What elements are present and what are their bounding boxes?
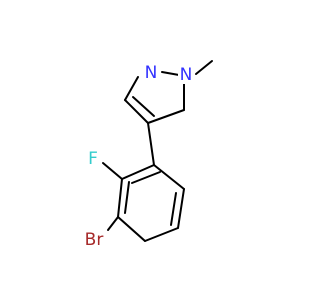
bond-c6-c5-double <box>170 192 177 226</box>
bond-c5-c4 <box>144 227 179 242</box>
bond-c4-c3-double <box>132 96 155 117</box>
atom-f-label: F <box>88 149 98 169</box>
bond-c1-c6 <box>153 164 185 190</box>
bond-group <box>102 60 213 242</box>
f-label-backdrop <box>86 148 101 168</box>
canvas-background <box>0 0 300 300</box>
bond-c3-c2 <box>117 178 123 218</box>
structure-drawing: N N F Br <box>0 0 300 300</box>
atom-n2-label: N <box>145 63 158 83</box>
bond-c2-c1 <box>121 164 155 180</box>
atom-br-label: Br <box>85 230 104 250</box>
n1-label-backdrop <box>178 64 194 84</box>
atom-label-group: N N F Br <box>82 61 194 250</box>
bond-c3-n2 <box>124 76 139 101</box>
bond-n1-n2 <box>161 71 180 76</box>
n2-label-backdrop <box>143 61 159 81</box>
bond-c4-c3 <box>124 99 149 124</box>
bond-n1-methyl <box>195 60 213 75</box>
bond-c4-c3 <box>117 216 146 242</box>
bond-c3-br <box>107 216 119 231</box>
bond-c3-c2-double <box>124 181 130 214</box>
bond-c6-c5 <box>177 188 185 229</box>
br-label-backdrop <box>82 229 107 249</box>
atom-n1-label: N <box>180 65 193 85</box>
molecule-diagram: N N F Br <box>0 0 300 300</box>
bond-c2-c1-double <box>131 171 161 184</box>
bond-c5-c4 <box>147 109 185 124</box>
bond-c4-c1prime <box>147 122 155 166</box>
bond-c2-f <box>102 162 123 180</box>
